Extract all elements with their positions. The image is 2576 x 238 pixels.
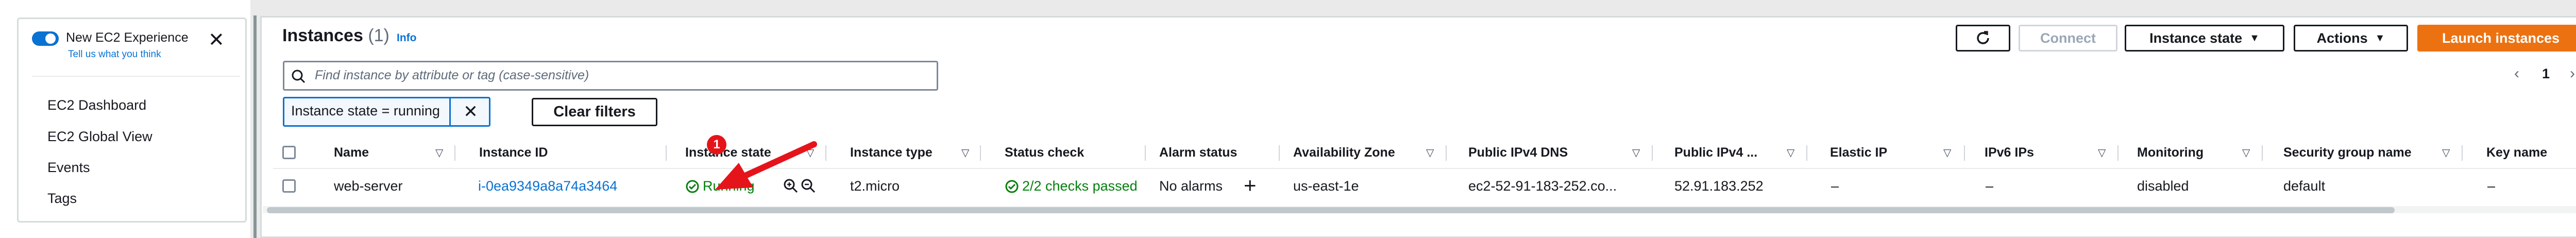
column-header-security-group-name[interactable]: Security group name <box>2283 145 2412 160</box>
search-input[interactable] <box>283 61 938 91</box>
new-experience-toggle[interactable] <box>32 31 59 46</box>
filter-caret-icon[interactable]: ▽ <box>2442 147 2450 159</box>
sidebar-item-ec2-dashboard[interactable]: EC2 Dashboard <box>47 97 147 113</box>
header-divider <box>273 168 2576 169</box>
filter-caret-icon[interactable]: ▽ <box>2242 147 2250 159</box>
cell-monitoring: disabled <box>2137 178 2189 194</box>
cell-name: web-server <box>334 178 403 194</box>
filter-caret-icon[interactable]: ▽ <box>1787 147 1795 159</box>
row-checkbox[interactable] <box>282 179 296 193</box>
column-separator[interactable] <box>2262 145 2263 161</box>
column-header-availability-zone[interactable]: Availability Zone <box>1293 145 1395 160</box>
instance-state-dropdown[interactable]: Instance state ▼ <box>2125 25 2284 52</box>
search-icon <box>292 70 306 83</box>
cell-status-check: 2/2 checks passed <box>1005 178 1138 194</box>
refresh-button[interactable] <box>1956 25 2010 52</box>
horizontal-scrollbar-thumb[interactable] <box>267 207 2395 213</box>
cell-ipv6-ips: – <box>1986 178 1994 194</box>
sidebar: New EC2 Experience Tell us what you thin… <box>0 0 250 238</box>
column-header-alarm-status[interactable]: Alarm status <box>1159 145 1238 160</box>
filter-caret-icon[interactable]: ▽ <box>961 147 970 159</box>
cell-elastic-ip: – <box>1831 178 1839 194</box>
refresh-icon <box>1977 31 1989 44</box>
filter-caret-icon[interactable]: ▽ <box>1632 147 1640 159</box>
cell-instance-id-link[interactable]: i-0ea9349a8a74a3464 <box>478 178 618 194</box>
tell-us-link[interactable]: Tell us what you think <box>68 49 161 60</box>
previous-page-icon[interactable]: ‹ <box>2514 65 2519 82</box>
sidebar-item-tags[interactable]: Tags <box>47 191 77 206</box>
new-experience-label: New EC2 Experience <box>66 30 189 45</box>
cell-key-name: – <box>2487 178 2496 194</box>
column-separator[interactable] <box>1806 145 1807 161</box>
cell-public-ipv4-dns: ec2-52-91-183-252.co... <box>1468 178 1617 194</box>
column-separator[interactable] <box>1964 145 1965 161</box>
annotation-badge: 1 <box>707 135 726 155</box>
zoom-in-icon[interactable] <box>783 178 799 194</box>
filter-token-label: Instance state = running <box>291 103 440 118</box>
column-header-instance-state[interactable]: Instance state <box>685 145 771 160</box>
column-separator[interactable] <box>2117 145 2119 161</box>
column-header-instance-id[interactable]: Instance ID <box>479 145 548 160</box>
caret-down-icon: ▼ <box>2375 32 2385 44</box>
column-header-public-ipv4[interactable]: Public IPv4 ... <box>1674 145 1758 160</box>
sidebar-item-events[interactable]: Events <box>47 160 90 175</box>
instances-panel <box>260 16 2576 238</box>
column-separator[interactable] <box>825 145 826 161</box>
instance-count: (1) <box>368 26 389 45</box>
cell-alarm-status: No alarms <box>1159 178 1223 194</box>
select-all-checkbox[interactable] <box>282 146 296 159</box>
column-separator[interactable] <box>1446 145 1447 161</box>
sidebar-panel: New EC2 Experience Tell us what you thin… <box>17 18 247 223</box>
column-separator[interactable] <box>2462 145 2463 161</box>
actions-label: Actions <box>2316 30 2368 46</box>
column-separator[interactable] <box>1145 145 1146 161</box>
actions-dropdown[interactable]: Actions ▼ <box>2294 25 2408 52</box>
column-separator[interactable] <box>1279 145 1280 161</box>
remove-filter-icon[interactable]: ✕ <box>449 97 490 127</box>
column-header-status-check[interactable]: Status check <box>1005 145 1084 160</box>
sidebar-item-ec2-global-view[interactable]: EC2 Global View <box>47 129 152 144</box>
column-header-ipv6-ips[interactable]: IPv6 IPs <box>1985 145 2034 160</box>
column-header-monitoring[interactable]: Monitoring <box>2137 145 2204 160</box>
filter-caret-icon[interactable]: ▽ <box>2098 147 2106 159</box>
column-separator[interactable] <box>980 145 981 161</box>
cell-availability-zone: us-east-1e <box>1293 178 1359 194</box>
filter-token <box>283 97 490 127</box>
column-separator[interactable] <box>454 145 455 161</box>
launch-instances-button[interactable]: Launch instances <box>2417 25 2576 52</box>
page-title: Instances (1) <box>282 26 389 45</box>
column-separator[interactable] <box>666 145 667 161</box>
zoom-out-icon[interactable] <box>801 178 816 194</box>
filter-caret-icon[interactable]: ▽ <box>1426 147 1434 159</box>
instance-state-label: Instance state <box>2149 30 2243 46</box>
sidebar-resize-handle[interactable] <box>253 15 257 238</box>
cell-security-group: default <box>2283 178 2326 194</box>
column-separator[interactable] <box>1652 145 1653 161</box>
filter-caret-icon[interactable]: ▽ <box>435 147 444 159</box>
cell-instance-type: t2.micro <box>850 178 900 194</box>
annotation-arrow-icon <box>715 141 817 190</box>
add-alarm-icon[interactable]: + <box>1244 173 1257 197</box>
caret-down-icon: ▼ <box>2249 32 2260 44</box>
connect-button[interactable]: Connect <box>2019 25 2117 52</box>
divider <box>32 76 240 77</box>
page-number[interactable]: 1 <box>2542 66 2550 81</box>
checks-passed-icon <box>1005 180 1019 193</box>
column-header-public-ipv4-dns[interactable]: Public IPv4 DNS <box>1468 145 1568 160</box>
status-check-text: 2/2 checks passed <box>1022 178 1138 194</box>
column-header-instance-type[interactable]: Instance type <box>850 145 933 160</box>
clear-filters-button[interactable]: Clear filters <box>532 98 657 126</box>
search-placeholder: Find instance by attribute or tag (case-… <box>315 68 589 82</box>
filter-caret-icon[interactable]: ▽ <box>1943 147 1952 159</box>
running-status-icon <box>686 180 699 193</box>
column-header-key-name[interactable]: Key name <box>2486 145 2548 160</box>
close-icon[interactable]: ✕ <box>208 29 225 51</box>
column-header-name[interactable]: Name <box>334 145 369 160</box>
next-page-icon[interactable]: › <box>2570 65 2575 82</box>
cell-public-ipv4: 52.91.183.252 <box>1674 178 1764 194</box>
column-header-elastic-ip[interactable]: Elastic IP <box>1830 145 1888 160</box>
info-link[interactable]: Info <box>397 32 417 44</box>
